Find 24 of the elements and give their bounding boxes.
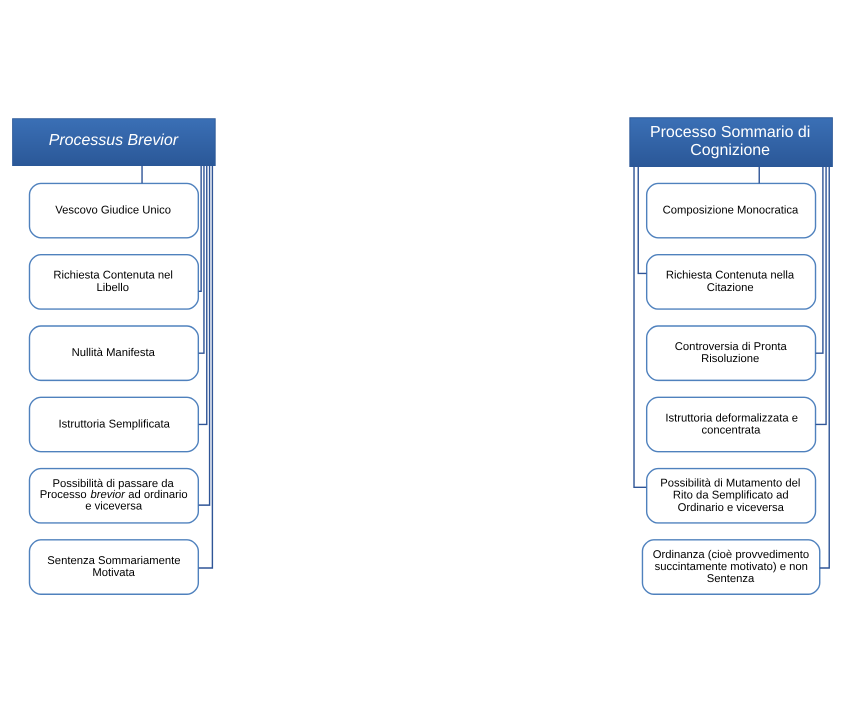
connector bbox=[820, 166, 830, 568]
connector bbox=[198, 165, 205, 354]
node-box: Controversia di Pronta Risoluzione bbox=[646, 324, 816, 381]
connector bbox=[638, 166, 646, 274]
connector bbox=[758, 166, 760, 183]
connector bbox=[816, 166, 824, 354]
node-box: Processo Sommario di Cognizione bbox=[629, 116, 833, 166]
node-box: Istruttoria Semplificata bbox=[28, 396, 200, 452]
node-box: Composizione Monocratica bbox=[646, 182, 816, 238]
node-box: Richiesta Contenuta nel Libello bbox=[28, 254, 200, 310]
node-box: Possibilità di passare da Processo brevior ad ordinario e viceversa bbox=[28, 467, 200, 524]
node-box: Nullità Manifesta bbox=[28, 324, 200, 381]
node-box: Vescovo Giudice Unico bbox=[28, 182, 200, 238]
connector bbox=[198, 165, 202, 292]
node-box: Sentenza Sommariamente Motivata bbox=[28, 538, 200, 594]
node-box: Processus Brevior bbox=[12, 118, 216, 166]
node-box: Possibilità di Mutamento del Rito da Semplificato ad Ordinario e viceversa bbox=[646, 467, 816, 524]
connector bbox=[198, 165, 210, 506]
connector bbox=[198, 165, 208, 425]
node-box: Ordinanza (cioè provvedimento succintamente motivato) e non Sentenza bbox=[642, 538, 820, 594]
node-box: Richiesta Contenuta nella Citazione bbox=[646, 254, 816, 310]
node-box: Istruttoria deformalizzata e concentrata bbox=[646, 396, 816, 452]
connector bbox=[141, 165, 143, 183]
connector bbox=[816, 166, 827, 425]
